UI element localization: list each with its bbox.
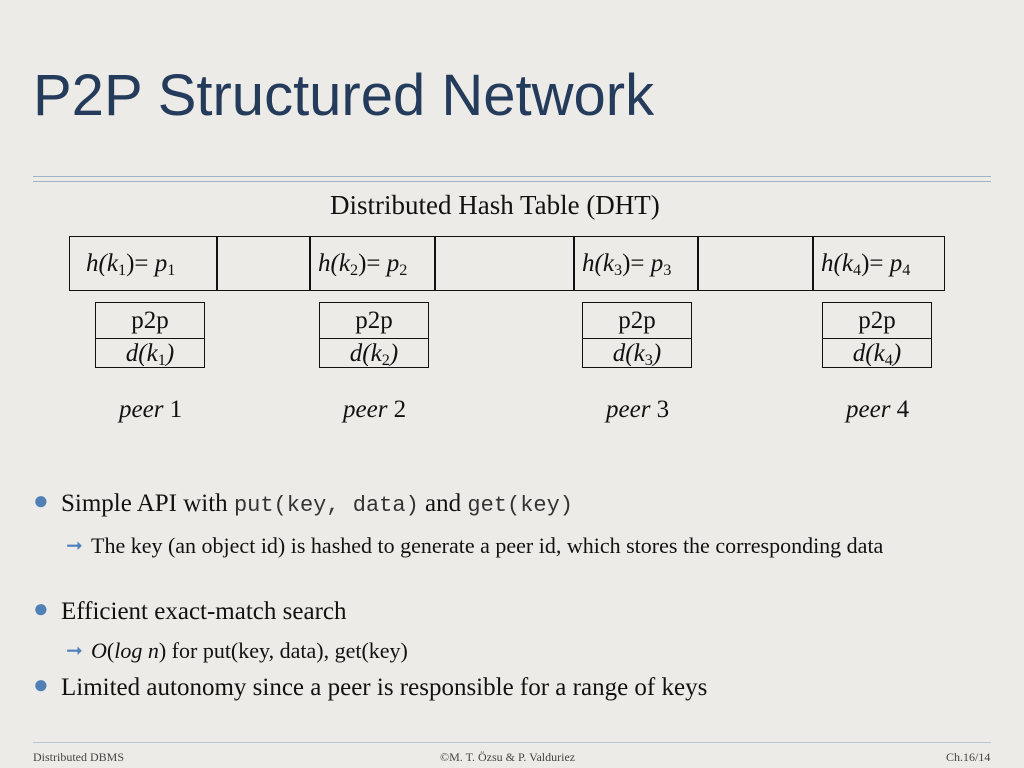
footer-rule <box>33 742 991 743</box>
peer-box-4: p2p d(k4) <box>822 302 932 369</box>
dht-cell-divider <box>812 237 814 290</box>
bullet-dot-icon: ● <box>33 486 49 515</box>
arrow-right-icon: ➞ <box>66 535 83 557</box>
slide-title: P2P Structured Network <box>33 63 655 128</box>
peer-caption-4: peer 4 <box>846 396 910 423</box>
hash-entry-3: h(k3)= p3 <box>582 250 672 280</box>
hash-entry-4: h(k4)= p4 <box>821 250 911 280</box>
dht-cell-divider <box>309 237 311 290</box>
get-code: get(key) <box>467 493 574 518</box>
dht-cell-divider <box>573 237 575 290</box>
peer-box-1: p2p d(k1) <box>95 302 205 369</box>
peer-data-label: d(k3) <box>612 340 662 370</box>
put-code: put(key, data) <box>233 493 419 518</box>
footer-right: Ch.16/14 <box>946 750 991 764</box>
peer-box-3: p2p d(k3) <box>582 302 692 369</box>
dht-cell-divider <box>434 237 436 290</box>
dht-cell-divider <box>697 237 699 290</box>
peer-data-label: d(k1) <box>125 340 175 370</box>
dht-table: h(k1)= p1 h(k2)= p2 h(k3)= p3 h(k4)= p4 <box>69 236 945 291</box>
title-rule-top <box>33 176 991 177</box>
bullet-dot-icon: ● <box>33 670 49 699</box>
peer-caption-3: peer 3 <box>606 396 670 423</box>
peer-data-label: d(k4) <box>852 340 902 370</box>
peer-layer-label: p2p <box>823 303 931 339</box>
arrow-right-icon: ➞ <box>66 640 83 662</box>
footer-center: ©M. T. Özsu & P. Valduriez <box>440 750 576 764</box>
bullet-dot-icon: ● <box>33 594 49 623</box>
title-rule-bottom <box>33 181 991 182</box>
peer-caption-1: peer 1 <box>119 396 183 423</box>
peer-data-label: d(k2) <box>349 340 399 370</box>
peer-layer-label: p2p <box>320 303 428 339</box>
hash-entry-2: h(k2)= p2 <box>318 250 408 280</box>
peer-layer-label: p2p <box>583 303 691 339</box>
hash-entry-1: h(k1)= p1 <box>86 250 176 280</box>
footer-left: Distributed DBMS <box>33 750 125 764</box>
peer-layer-label: p2p <box>96 303 204 339</box>
peer-box-2: p2p d(k2) <box>319 302 429 369</box>
dht-caption: Distributed Hash Table (DHT) <box>330 190 660 220</box>
dht-cell-divider <box>216 237 218 290</box>
peer-caption-2: peer 2 <box>343 396 407 423</box>
